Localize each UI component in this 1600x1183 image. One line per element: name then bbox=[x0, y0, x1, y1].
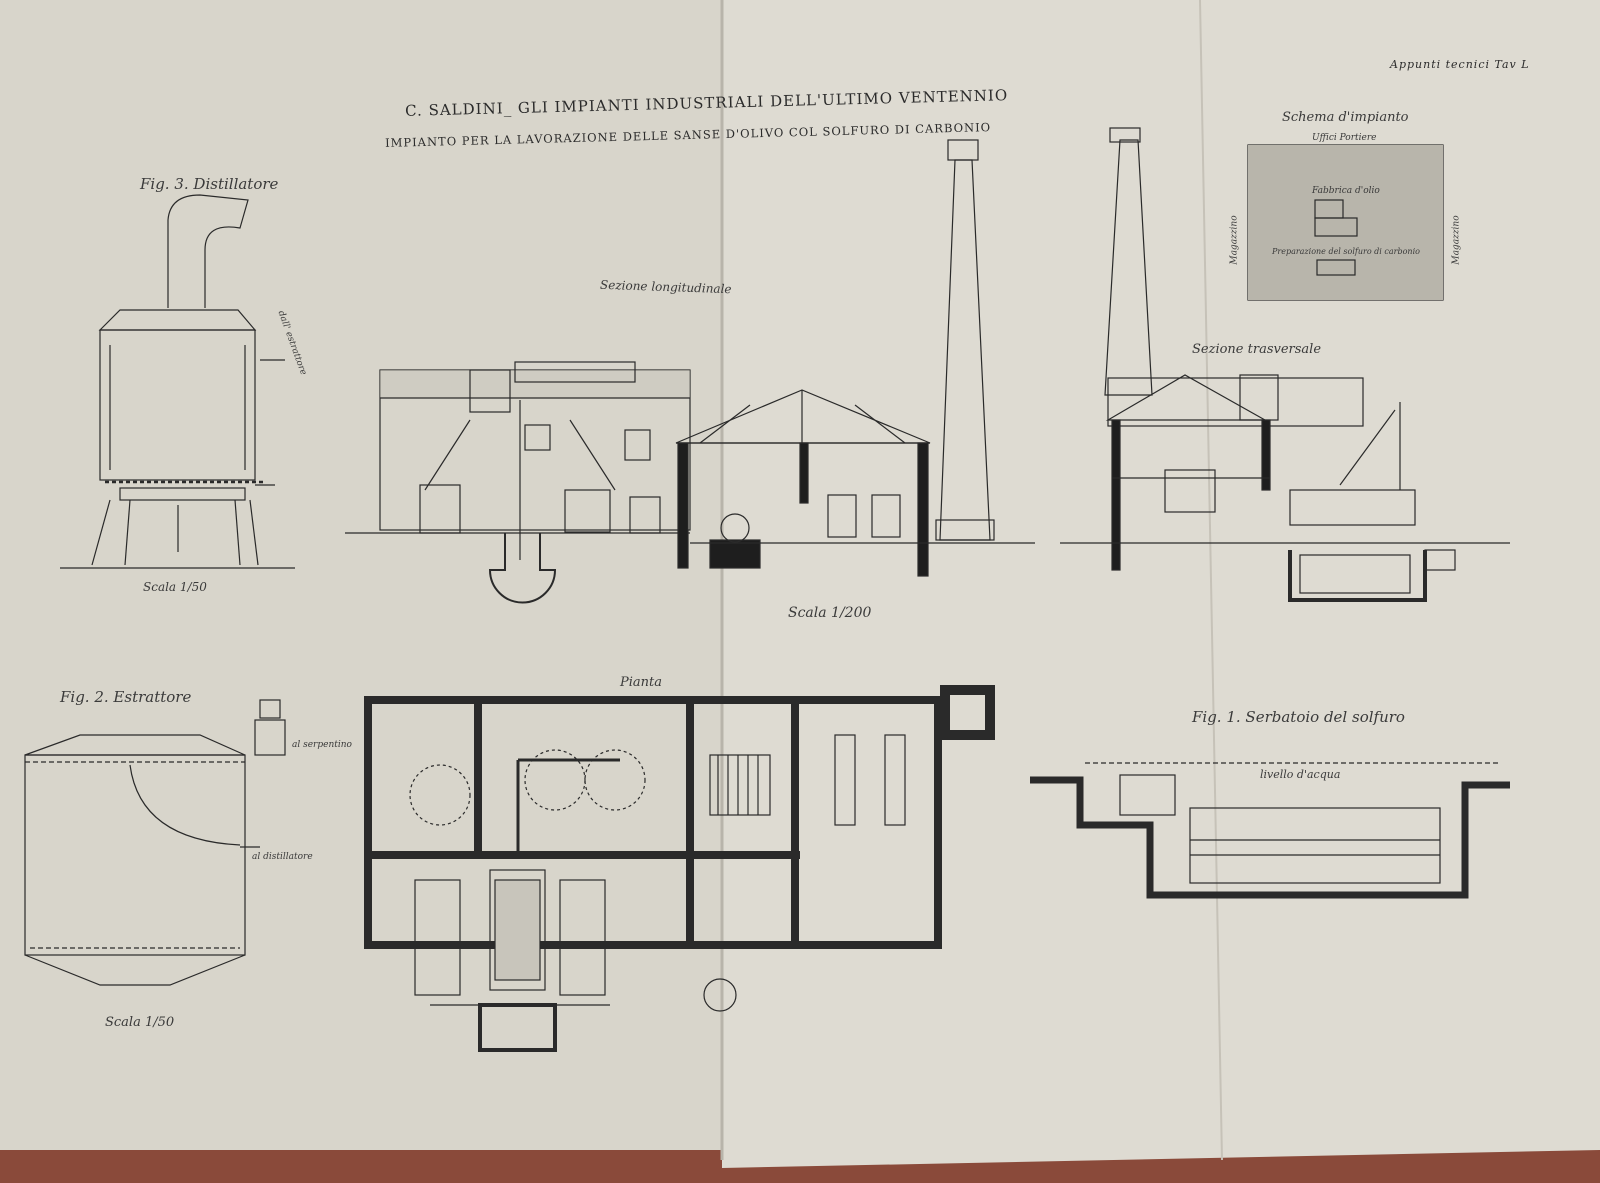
schema-uffici: Uffici Portiere bbox=[1312, 133, 1377, 143]
pianta-title: Pianta bbox=[620, 675, 663, 690]
sezione-trasversale bbox=[1060, 127, 1510, 602]
fig3-distillatore bbox=[60, 194, 295, 569]
plate-corner: Appunti tecnici Tav L bbox=[1390, 58, 1530, 71]
sezione-longitudinale bbox=[345, 139, 1035, 604]
fig2-note-serpentino: al serpentino bbox=[292, 740, 352, 750]
fig3-scale: Scala 1/50 bbox=[143, 580, 207, 594]
fig2-estrattore bbox=[24, 699, 286, 986]
schema-preparazione: Preparazione del solfuro di carbonio bbox=[1272, 247, 1420, 256]
sezione-trasversale-title: Sezione trasversale bbox=[1192, 342, 1322, 357]
fig2-scale: Scala 1/50 bbox=[105, 1015, 175, 1030]
fig1-water-level: livello d'acqua bbox=[1260, 768, 1341, 781]
schema-impianto bbox=[1247, 144, 1444, 301]
schema-magazzino-left: Magazzino bbox=[1229, 215, 1240, 265]
fig2-title: Fig. 2. Estrattore bbox=[60, 688, 192, 706]
right-page bbox=[722, 0, 1600, 1168]
schema-fabbrica: Fabbrica d'olio bbox=[1312, 186, 1380, 196]
fig2-note-distillatore: al distillatore bbox=[252, 852, 313, 862]
left-page bbox=[0, 0, 722, 1150]
schema-title: Schema d'impianto bbox=[1282, 110, 1409, 125]
fig3-title: Fig. 3. Distillatore bbox=[140, 175, 279, 193]
fig1-title: Fig. 1. Serbatoio del solfuro bbox=[1192, 708, 1405, 726]
schema-magazzino-right: Magazzino bbox=[1451, 215, 1462, 265]
main-scale: Scala 1/200 bbox=[788, 605, 872, 621]
fig1-serbatoio bbox=[1030, 762, 1510, 899]
pianta-floor-plan bbox=[364, 685, 995, 1052]
